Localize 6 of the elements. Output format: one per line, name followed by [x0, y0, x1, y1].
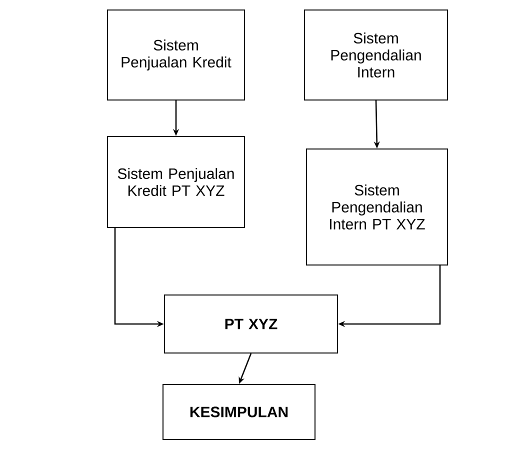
process-box: Sistem Penjualan Kredit: [107, 10, 245, 100]
process-box: Sistem Pengendalian Intern PT XYZ: [306, 148, 448, 266]
process-box: Sistem Penjualan Kredit PT XYZ: [107, 136, 245, 228]
process-box: KESIMPULAN: [162, 384, 316, 440]
process-box: Sistem Pengendalian Intern: [304, 10, 448, 100]
process-box: PT XYZ: [164, 294, 338, 354]
